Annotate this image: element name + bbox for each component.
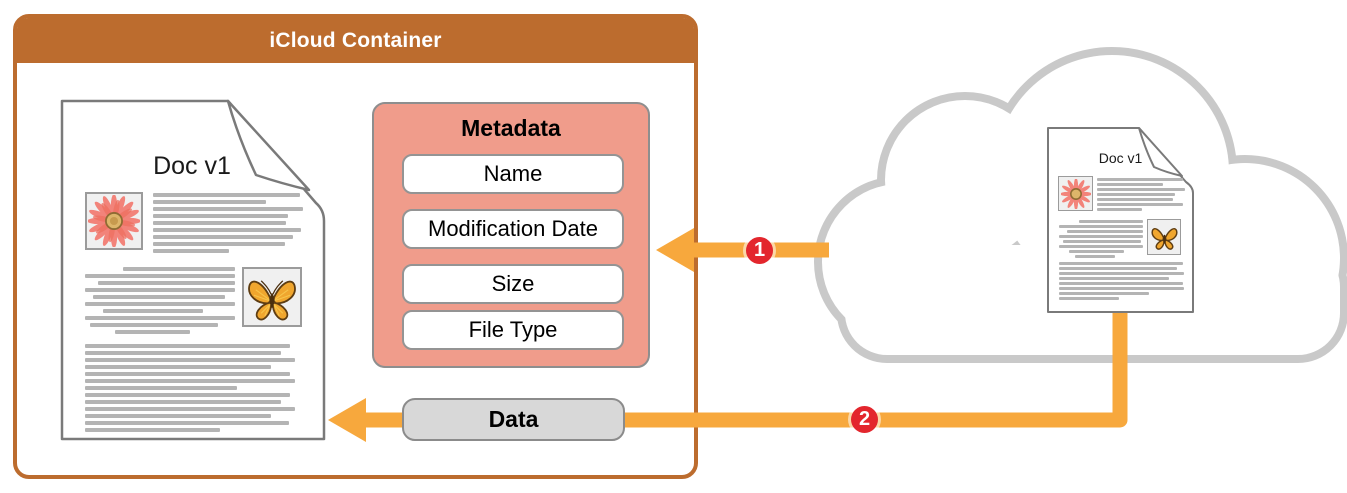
data-label-pill: Data [402, 398, 625, 441]
text-line [1097, 198, 1173, 201]
icloud-container-header: iCloud Container [17, 18, 694, 63]
metadata-title: Metadata [461, 115, 561, 141]
butterfly-image-frame [242, 267, 302, 327]
cloud-document-title: Doc v1 [1098, 150, 1143, 166]
text-line [1097, 193, 1175, 196]
metadata-field-modification-date: Modification Date [402, 209, 624, 249]
metadata-field-file-type: File Type [402, 310, 624, 350]
flower-image-frame-small [1058, 176, 1093, 211]
text-line [1063, 240, 1141, 243]
text-line [1059, 235, 1143, 238]
text-line [1097, 203, 1183, 206]
butterfly-icon [248, 280, 296, 321]
butterfly-image-frame-small [1147, 219, 1181, 255]
text-line [1059, 287, 1184, 290]
text-line [1059, 292, 1149, 295]
text-line [1059, 225, 1143, 228]
text-line [1059, 245, 1143, 248]
text-line [1069, 250, 1124, 253]
text-line [1059, 272, 1184, 275]
metadata-field-size: Size [402, 264, 624, 304]
text-line [1059, 267, 1177, 270]
metadata-field-name: Name [402, 154, 624, 194]
icloud-container-title: iCloud Container [269, 28, 442, 52]
text-line [1079, 220, 1143, 223]
text-line [1075, 255, 1115, 258]
metadata-panel: Metadata Name Modification Date Size Fil… [372, 102, 650, 368]
text-line [1067, 230, 1143, 233]
flower-image-frame [85, 192, 143, 250]
butterfly-icon [1150, 228, 1178, 250]
left-document-title: Doc v1 [153, 152, 231, 180]
flower-icon [1060, 178, 1091, 209]
step-2-badge: 2 [851, 406, 878, 433]
text-line [1097, 178, 1183, 181]
text-line [1059, 282, 1183, 285]
text-line [1059, 277, 1169, 280]
text-line [1097, 188, 1185, 191]
text-line [1097, 208, 1142, 211]
step-1-badge: 1 [746, 237, 773, 264]
text-line [1097, 183, 1163, 186]
text-line [1059, 297, 1119, 300]
text-line [1059, 262, 1183, 265]
flower-icon [88, 195, 140, 247]
